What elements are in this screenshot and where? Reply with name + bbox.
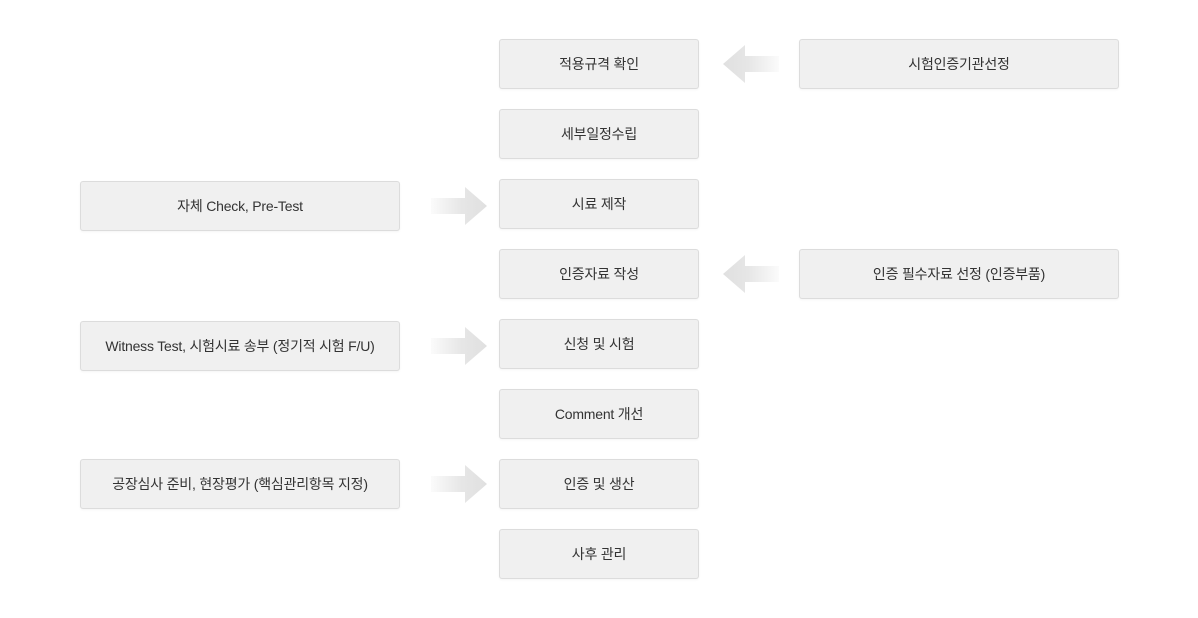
process-step-label: 적용규격 확인: [559, 55, 639, 72]
process-step-label: Comment 개선: [554, 405, 644, 422]
process-step-box-3[interactable]: 시료 제작: [499, 179, 699, 229]
supporting-activity-label: 자체 Check, Pre-Test: [177, 197, 303, 214]
process-step-box-5[interactable]: 신청 및 시험: [499, 319, 699, 369]
arrow-left-icon-row4: [723, 253, 779, 295]
input-label: 시험인증기관선정: [908, 55, 1010, 72]
process-step-label: 신청 및 시험: [563, 335, 635, 352]
arrow-right-icon-row7: [431, 463, 487, 505]
input-box-2[interactable]: 인증 필수자료 선정 (인증부품): [799, 249, 1119, 299]
arrow-right-icon-row3: [431, 185, 487, 227]
process-step-box-4[interactable]: 인증자료 작성: [499, 249, 699, 299]
process-step-label: 인증자료 작성: [559, 265, 639, 282]
process-step-label: 시료 제작: [571, 195, 627, 212]
process-step-box-7[interactable]: 인증 및 생산: [499, 459, 699, 509]
input-box-1[interactable]: 시험인증기관선정: [799, 39, 1119, 89]
input-label: 인증 필수자료 선정 (인증부품): [872, 265, 1046, 282]
supporting-activity-box-1[interactable]: 자체 Check, Pre-Test: [80, 181, 400, 231]
process-step-box-2[interactable]: 세부일정수립: [499, 109, 699, 159]
process-step-box-1[interactable]: 적용규격 확인: [499, 39, 699, 89]
supporting-activity-label: Witness Test, 시험시료 송부 (정기적 시험 F/U): [105, 337, 375, 354]
arrow-right-icon-row5: [431, 325, 487, 367]
process-step-box-8[interactable]: 사후 관리: [499, 529, 699, 579]
process-step-label: 세부일정수립: [560, 125, 638, 142]
process-step-label: 인증 및 생산: [563, 475, 635, 492]
supporting-activity-box-3[interactable]: 공장심사 준비, 현장평가 (핵심관리항목 지정): [80, 459, 400, 509]
process-step-box-6[interactable]: Comment 개선: [499, 389, 699, 439]
supporting-activity-box-2[interactable]: Witness Test, 시험시료 송부 (정기적 시험 F/U): [80, 321, 400, 371]
supporting-activity-label: 공장심사 준비, 현장평가 (핵심관리항목 지정): [112, 475, 368, 492]
arrow-left-icon-row1: [723, 43, 779, 85]
process-step-label: 사후 관리: [571, 545, 627, 562]
